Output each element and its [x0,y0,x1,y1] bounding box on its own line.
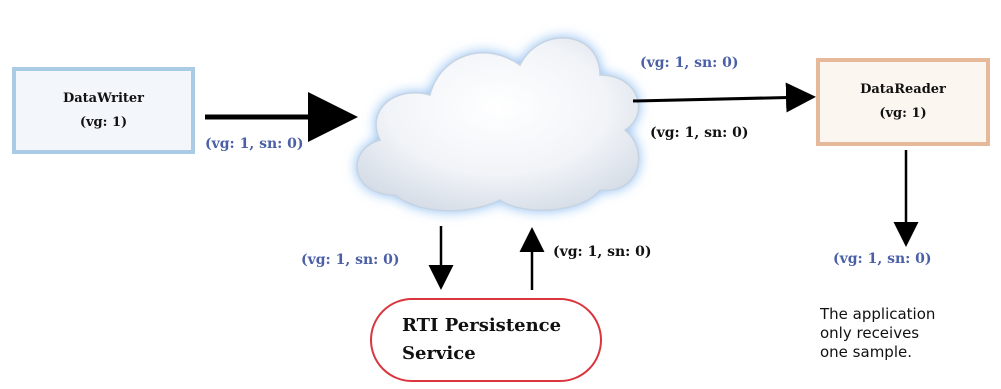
cloud-to-reader-arrow [632,82,816,113]
datareader-box: DataReader (vg: 1) [816,58,990,146]
cloud-to-reader-top-label: (vg: 1, sn: 0) [640,55,739,71]
reader-to-app-label: (vg: 1, sn: 0) [833,251,932,267]
datawriter-box: DataWriter (vg: 1) [12,67,195,154]
persistence-service-box: RTI Persistence Service [370,298,602,382]
datareader-title: DataReader [860,82,946,97]
datawriter-title: DataWriter [62,90,145,106]
datareader-vg: (vg: 1) [879,106,927,121]
application-note: The application only receives one sample… [820,305,1000,362]
writer-to-cloud-label: (vg: 1, sn: 0) [205,136,304,152]
application-note-line: one sample. [820,343,912,361]
cloud-to-persistence-label: (vg: 1, sn: 0) [301,252,400,268]
cloud-icon [356,37,640,212]
persistence-line1: RTI Persistence [402,315,562,336]
datawriter-vg: (vg: 1) [79,114,128,130]
application-note-line: only receives [820,324,920,342]
cloud-to-reader-bottom-label: (vg: 1, sn: 0) [650,125,749,141]
persistence-line2: Service [402,343,476,364]
persistence-to-cloud-label: (vg: 1, sn: 0) [553,244,652,260]
application-note-line: The application [820,305,936,323]
